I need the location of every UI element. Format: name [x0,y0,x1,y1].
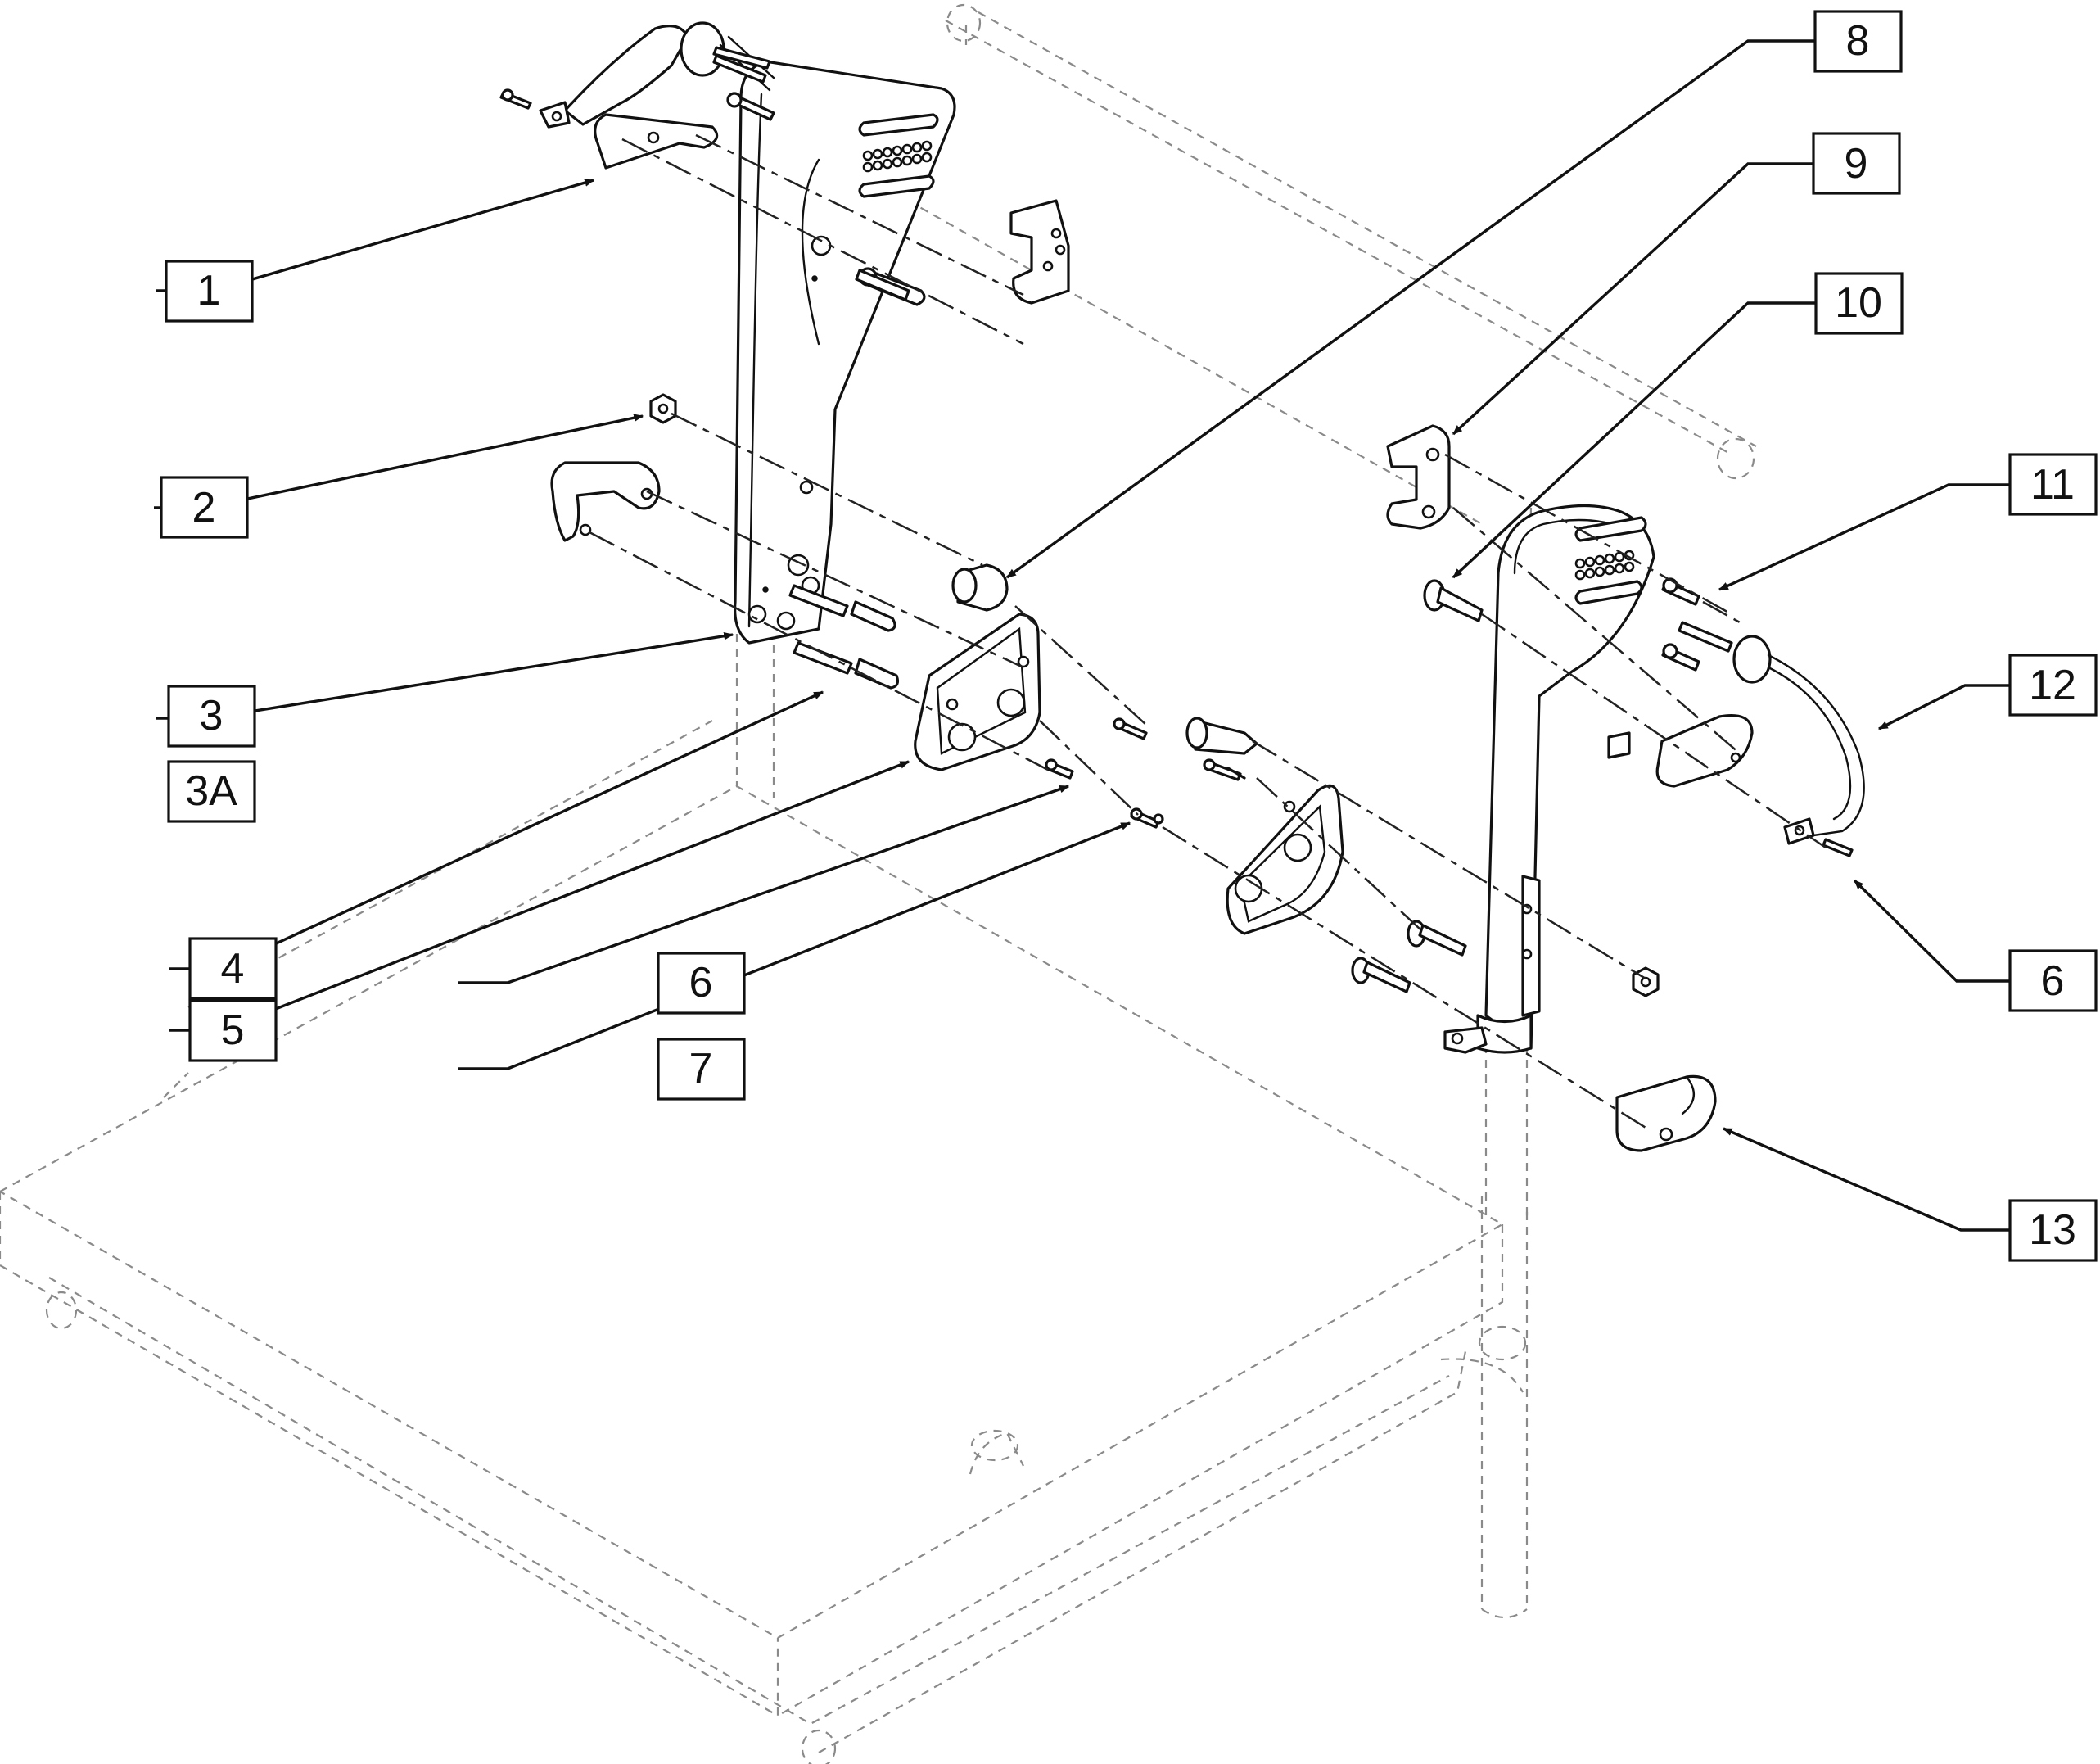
left-lower-clamp [550,461,661,542]
part-8-plug [951,563,1009,612]
svg-text:6: 6 [2041,957,2065,1005]
callout-4: 4 [188,937,278,1000]
callout-3a: 3A [167,760,256,823]
callout-6-right: 6 [2008,949,2098,1012]
callout-1: 1 [165,260,254,323]
callout-11: 11 [2008,453,2098,516]
part-10-screw [1423,579,1484,622]
svg-text:7: 7 [689,1045,713,1092]
callout-9: 9 [1812,132,1901,195]
callout-10: 10 [1814,272,1904,335]
part-12-release-pin [1732,635,1865,857]
svg-text:1: 1 [197,267,221,314]
leader-lines [154,39,2010,1232]
right-connectors [1185,717,1258,781]
left-arm-frame [734,60,956,645]
part-9-bracket [1386,424,1451,530]
svg-text:6: 6 [689,959,713,1006]
right-lower-screws [1351,920,1467,993]
svg-text:11: 11 [2030,461,2075,509]
svg-text:4: 4 [221,945,245,993]
callout-2: 2 [160,476,249,539]
right-plate [1226,784,1344,935]
part-5-left-plate [914,613,1041,771]
right-nut [1632,966,1660,997]
right-upper-clamp [1607,714,1754,788]
svg-text:3A: 3A [185,767,237,815]
small-screws [1044,717,1164,829]
alignment-lines [589,133,1827,1132]
callout-12: 12 [2008,654,2098,717]
part-11-screws [1661,577,1733,672]
part-1-top-clamp [539,21,775,170]
part-4-screws [788,269,910,690]
svg-text:8: 8 [1846,17,1870,65]
right-arm-frame [1443,504,1655,1054]
top-screws [499,46,775,121]
callout-5: 5 [188,999,278,1062]
svg-text:5: 5 [221,1006,245,1054]
callout-8: 8 [1813,10,1903,73]
right-adjustment-holes [1574,550,1635,581]
callout-6-left: 6 [657,952,746,1015]
callout-7: 7 [657,1038,746,1101]
svg-text:2: 2 [192,484,216,531]
svg-text:9: 9 [1845,140,1868,188]
svg-text:10: 10 [1835,279,1882,327]
svg-text:3: 3 [200,692,224,740]
callout-3: 3 [167,685,256,748]
callout-13: 13 [2008,1199,2098,1262]
part-13-bottom-clamp [1615,1074,1717,1152]
svg-text:12: 12 [2029,662,2076,709]
part-2-nut [649,393,677,424]
svg-text:13: 13 [2029,1206,2076,1254]
left-adjustment-holes [862,140,933,173]
